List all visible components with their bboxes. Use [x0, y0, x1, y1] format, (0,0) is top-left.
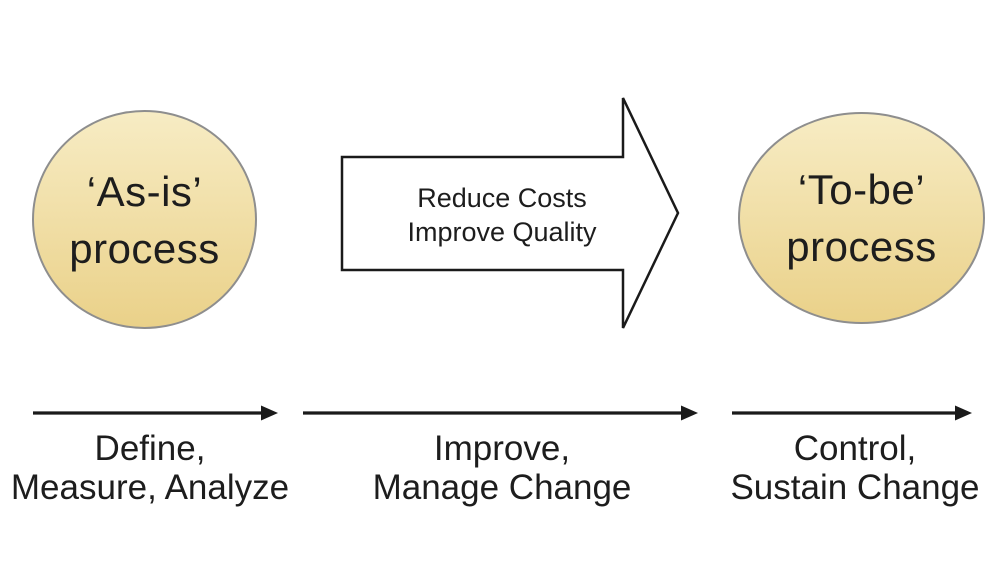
to-be-process-circle: ‘To-be’ process	[738, 112, 985, 324]
as-is-label-line2: process	[69, 224, 220, 272]
phase-arrow-control	[732, 405, 972, 421]
transformation-label-line2: Improve Quality	[407, 217, 597, 247]
as-is-process-circle: ‘As-is’ process	[32, 110, 257, 329]
phase1-line1: Define,	[94, 429, 206, 468]
as-is-label-line1: ‘As-is’	[86, 167, 203, 215]
phase2-line2: Manage Change	[372, 468, 632, 507]
phase-arrow-improve	[303, 405, 698, 421]
phase-label-improve-manage-change: Improve, Manage Change	[352, 429, 652, 507]
phase-arrow-define	[33, 405, 278, 421]
phase1-line2: Measure, Analyze	[10, 468, 290, 507]
transformation-label-line1: Reduce Costs	[417, 183, 587, 213]
to-be-label-line1: ‘To-be’	[797, 166, 926, 213]
to-be-label-line2: process	[786, 223, 937, 270]
phase2-line1: Improve,	[433, 429, 571, 468]
phase-label-define-measure-analyze: Define, Measure, Analyze	[0, 429, 300, 507]
big-right-arrow-shape	[340, 97, 680, 329]
phase3-line1: Control,	[793, 429, 917, 468]
phase3-line2: Sustain Change	[730, 468, 980, 507]
transformation-arrow-label: Reduce Costs Improve Quality	[352, 181, 652, 249]
phase-label-control-sustain-change: Control, Sustain Change	[705, 429, 1000, 507]
